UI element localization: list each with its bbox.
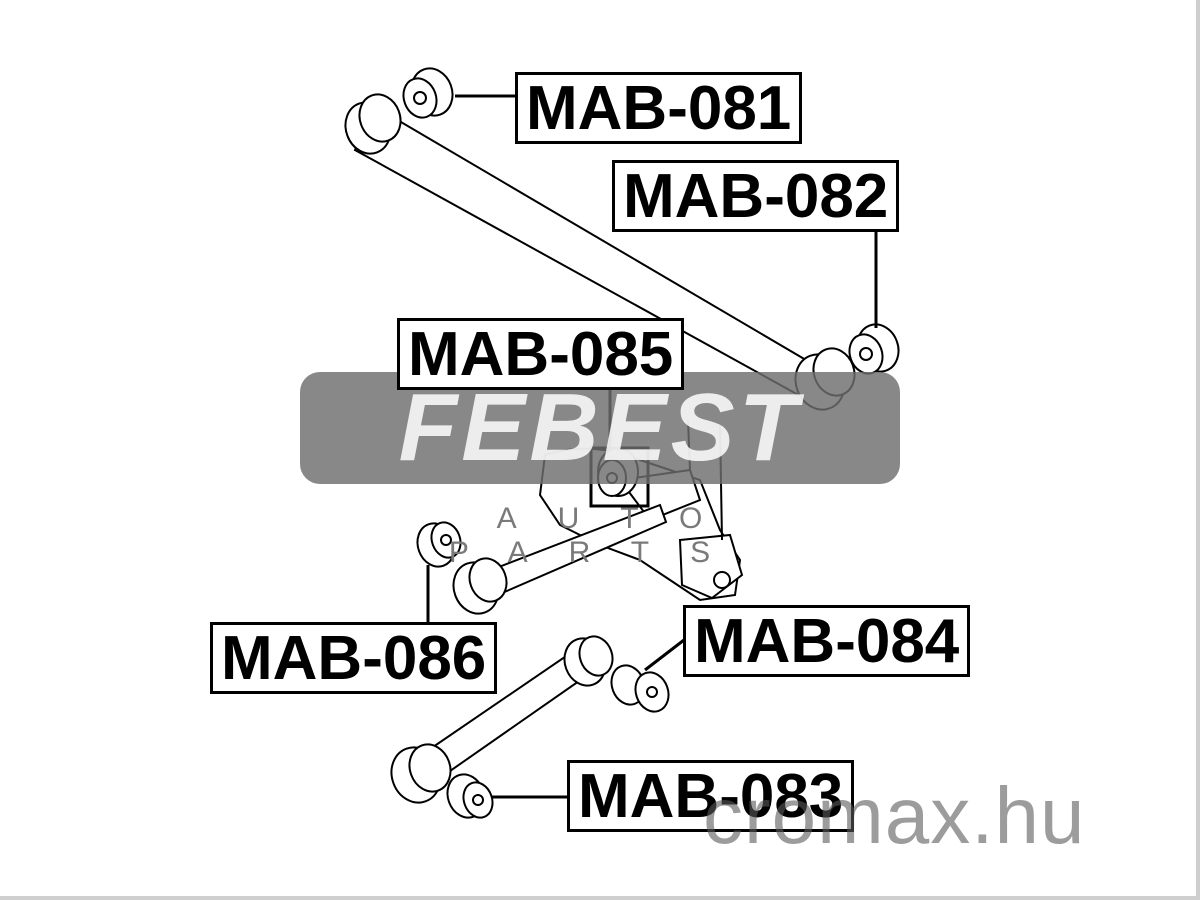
middle-control-arm xyxy=(452,503,668,615)
bushing-083 xyxy=(446,773,494,819)
bushing-086 xyxy=(416,521,462,568)
site-watermark: cromax.hu xyxy=(703,771,1086,860)
part-label-mab-084: MAB-084 xyxy=(683,605,971,677)
brand-name: FEBEST xyxy=(398,374,802,481)
part-label-mab-081: MAB-081 xyxy=(515,72,803,144)
brand-subtitle: AUTO PARTS xyxy=(448,502,752,569)
bushing-082 xyxy=(848,323,900,375)
febest-logo: FEBEST xyxy=(300,372,900,484)
bushing-084 xyxy=(610,664,670,713)
part-label-mab-085: MAB-085 xyxy=(397,318,685,390)
part-label-mab-083: MAB-083 xyxy=(567,760,855,832)
bushing-081 xyxy=(402,67,454,119)
part-label-mab-086: MAB-086 xyxy=(210,622,498,694)
lower-control-arm xyxy=(390,635,614,804)
part-label-mab-082: MAB-082 xyxy=(612,160,900,232)
